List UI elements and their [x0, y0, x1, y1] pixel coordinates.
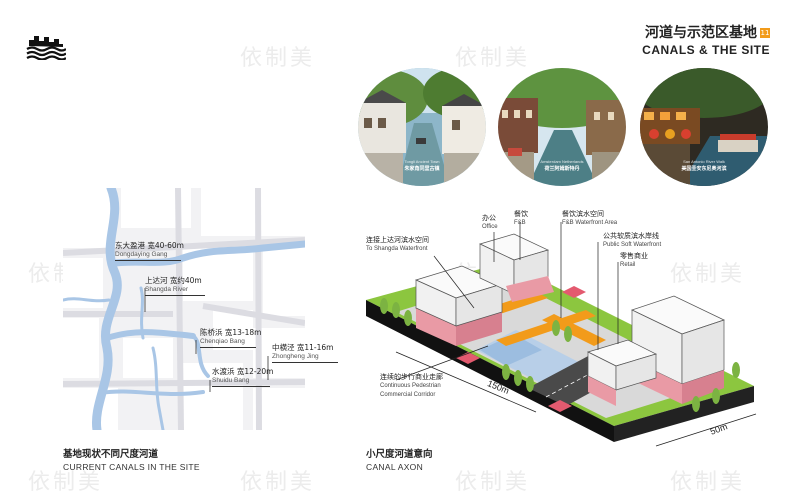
watermark: 依制美 [28, 470, 104, 495]
label-en: Chenqiao Bang [200, 337, 256, 348]
canal-map [63, 188, 305, 430]
photo-caption-en: Amsterdam Netherlands [540, 159, 584, 164]
watermark: 依制美 [240, 470, 316, 495]
label-en: Continuous Pedestrian [380, 383, 441, 389]
label-en: F&B Waterfront Area [562, 220, 618, 226]
label-en: Commercial Corridor [380, 392, 436, 398]
label-cn: 办公 [482, 214, 496, 222]
page-title-cn: 河道与示范区基地 [645, 25, 757, 41]
watermark: 依制美 [455, 46, 531, 71]
canal-axon-drawing [366, 222, 757, 447]
axon-label-office: 办公 Office [482, 214, 498, 232]
map-caption-cn: 基地现状不同尺度河道 [63, 449, 159, 460]
riverwalk-photo: San Antonio River Walk 美国圣安东尼奥河滨 [640, 68, 768, 186]
photo-caption-en: Tongli Ancient Town [404, 159, 440, 164]
axon-caption-en: CANAL AXON [366, 462, 424, 472]
map-label-shuidu: 水渡浜 宽12-20m Shuidu Bang [212, 367, 273, 387]
label-en: Retail [620, 262, 636, 268]
axon-label-fnb: 餐饮 F&B [514, 210, 528, 228]
label-en: Public Soft Waterfront [603, 242, 662, 248]
photo-caption-cn: 朱家角同里古镇 [404, 166, 440, 172]
label-en: Shuidu Bang [212, 376, 270, 387]
label-cn: 餐饮滨水空间 [562, 210, 604, 218]
canal-axon [356, 200, 768, 452]
photo-caption-en: San Antonio River Walk [683, 159, 725, 164]
watermark: 依制美 [455, 470, 531, 495]
label-en: F&B [514, 220, 526, 226]
watermark: 依制美 [240, 46, 316, 71]
axon-caption-cn: 小尺度河道意向 [366, 449, 433, 460]
axon-label-fnb-waterfront: 餐饮滨水空间 F&B Waterfront Area [562, 210, 617, 228]
axon-label-retail: 零售商业 Retail [620, 252, 648, 270]
label-cn: 上达河 宽约40m [145, 276, 202, 285]
amsterdam-canal-photo: Amsterdam Netherlands 荷兰阿姆斯特丹 [498, 68, 626, 186]
map-label-dongdaying: 东大盈港 宽40-60m Dongdaying Gang [115, 241, 184, 261]
label-cn: 零售商业 [620, 252, 648, 260]
map-caption-en: CURRENT CANALS IN THE SITE [63, 462, 200, 472]
label-cn: 中横泾 宽11-16m [272, 343, 334, 352]
map-label-zhongheng: 中横泾 宽11-16m Zhongheng Jing [272, 343, 338, 363]
axon-label-shangda: 连接上达河滨水空间 To Shangda Waterfront [366, 236, 429, 254]
axon-caption: 小尺度河道意向 CANAL AXON [366, 446, 433, 472]
label-en: Dongdaying Gang [115, 250, 181, 261]
map-caption: 基地现状不同尺度河道 CURRENT CANALS IN THE SITE [63, 446, 200, 472]
map-label-chenqiao: 陈桥浜 宽13-18m Chenqiao Bang [200, 328, 261, 348]
label-cn: 公共软质滨水岸线 [603, 232, 659, 240]
axon-label-corridor: 连续的步行商业走廊 Continuous Pedestrian Commerci… [380, 373, 443, 400]
label-cn: 陈桥浜 宽13-18m [200, 328, 262, 337]
label-cn: 东大盈港 宽40-60m [115, 241, 184, 250]
photo-caption-cn: 荷兰阿姆斯特丹 [544, 166, 580, 172]
page-number-badge: 11 [760, 28, 770, 38]
axon-label-public-soft: 公共软质滨水岸线 Public Soft Waterfront [603, 232, 661, 250]
label-cn: 连续的步行商业走廊 [380, 373, 443, 381]
label-en: To Shangda Waterfront [366, 246, 428, 252]
watermark: 依制美 [670, 470, 746, 495]
canal-map-drawing [63, 188, 305, 430]
map-label-shangda: 上达河 宽约40m Shangda River [145, 276, 205, 296]
page-title-en: CANALS & THE SITE [642, 43, 770, 57]
label-cn: 餐饮 [514, 210, 528, 218]
waves-logo-icon [26, 36, 66, 60]
watermark: 依制美 [670, 262, 746, 287]
label-cn: 水渡浜 宽12-20m [212, 367, 274, 376]
label-cn: 连接上达河滨水空间 [366, 236, 429, 244]
label-en: Shangda River [145, 285, 205, 296]
photo-caption-cn: 美国圣安东尼奥河滨 [681, 166, 727, 172]
label-en: Zhongheng Jing [272, 352, 338, 363]
label-en: Office [482, 224, 498, 230]
